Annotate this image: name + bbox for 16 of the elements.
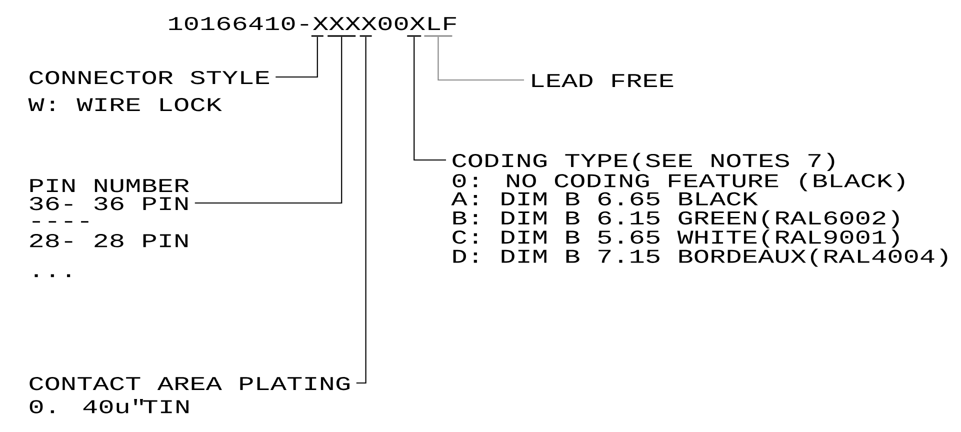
underline-mark: [424, 35, 452, 37]
underline-mark: [360, 35, 372, 37]
leader-line: [356, 36, 366, 384]
part-number: 10166410-XXXX00XLF: [169, 16, 456, 30]
description-text: PIN NUMBER 36- 36 PIN ---- 28- 28 PIN ...: [30, 179, 189, 278]
description-text: CONNECTOR STYLE W: WIRE LOCK: [28, 70, 269, 112]
underline-mark: [328, 35, 356, 37]
leader-line: [414, 36, 446, 161]
description-text: LEAD FREE: [532, 74, 674, 87]
leader-line: [276, 36, 318, 78]
description-text: CONTACT AREA PLATING 0. 40u"TIN: [30, 376, 350, 414]
leader-line: [438, 36, 524, 81]
underline-mark: [311, 35, 324, 37]
description-text: CODING TYPE(SEE NOTES 7) 0: NO CODING FEATURE (BLACK) A: DIM B 6.65 BLACK B: DIM B 6.15 GREEN(RAL6002) C: DIM B 5.65 WHITE(RAL9001) D: DIM B 7.15 BORDEAUX(RAL4004): [451, 152, 948, 267]
leader-line: [194, 36, 342, 204]
underline-mark: [407, 35, 422, 37]
